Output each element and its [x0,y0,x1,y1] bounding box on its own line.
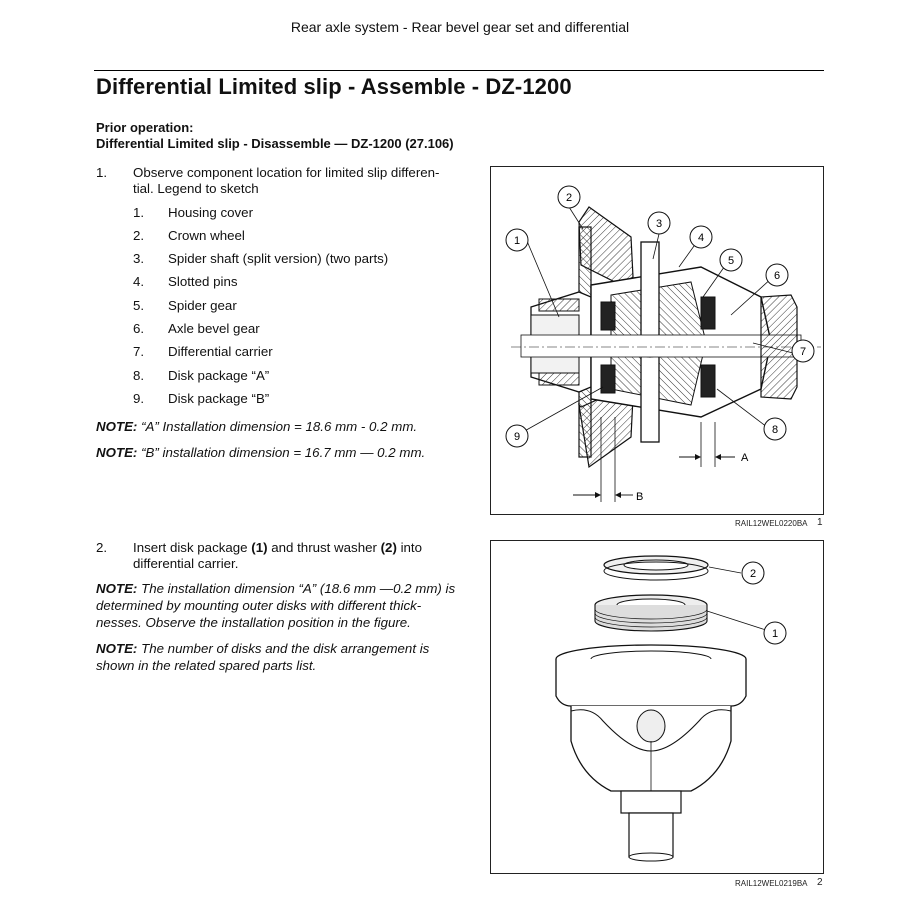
svg-text:1: 1 [514,235,520,247]
legend-item: 1.Housing cover [133,205,253,220]
callout-2: 2 [557,185,581,209]
dimension-a-label: A [741,452,749,464]
differential-carrier [555,644,747,862]
step-2: 2. Insert disk package (1) and thrust wa… [96,540,466,574]
svg-text:9: 9 [514,431,520,443]
svg-text:6: 6 [774,270,780,282]
callout-4: 4 [689,225,713,249]
disk-package-drawing: 2 1 [555,555,787,862]
disk-package-a-lower [700,364,716,398]
disk-package-a-upper [700,296,716,330]
callout-2: 2 [741,561,765,585]
axle-bevel-gear [760,294,798,400]
figure-2-number: 2 [817,877,823,888]
svg-text:3: 3 [656,218,662,230]
page-header: Rear axle system - Rear bevel gear set a… [290,19,630,35]
prior-operation-label: Prior operation: [96,120,194,135]
figure-1-caption: RAIL12WEL0220BA [735,519,808,528]
svg-text:2: 2 [566,192,572,204]
figure-2-caption: RAIL12WEL0219BA [735,879,808,888]
step-1-line-1: Observe component location for limited s… [133,165,440,180]
figure-1-differential-section: A B 1 2 3 4 5 6 7 8 9 [490,166,824,515]
legend-item: 7.Differential carrier [133,344,273,359]
note-installation-dimension: NOTE: The installation dimension “A” (18… [96,581,456,630]
callout-3: 3 [647,211,671,235]
step-2-text: Insert disk package (1) and thrust washe… [133,540,423,571]
figure-1-number: 1 [817,517,823,528]
note-dimension-a: NOTE: “A” Installation dimension = 18.6 … [96,419,418,434]
note-dimension-b: NOTE: “B” installation dimension = 16.7 … [96,445,426,460]
svg-text:5: 5 [728,255,734,267]
callout-5: 5 [719,248,743,272]
legend-item: 6.Axle bevel gear [133,321,260,336]
axle-bore [520,334,802,358]
disk-package [594,594,708,632]
note-disk-arrangement: NOTE: The number of disks and the disk a… [96,641,430,673]
step-1-line-2: tial. Legend to sketch [133,181,259,196]
callout-1: 1 [505,228,529,252]
callout-9: 9 [505,424,529,448]
disk-package-b-upper [600,301,616,331]
step-2-number: 2. [96,540,108,555]
svg-text:2: 2 [750,568,756,580]
dimension-b-label: B [636,491,643,503]
callout-8: 8 [763,417,787,441]
prior-operation: Prior operation: Differential Limited sl… [96,120,454,152]
legend-item: 2.Crown wheel [133,228,245,243]
legend-item: 8.Disk package “A” [133,368,270,383]
differential-section-drawing: A B 1 2 3 4 5 6 7 8 9 [505,185,821,503]
legend-item: 9.Disk package “B” [133,391,270,406]
svg-text:4: 4 [698,232,704,244]
title-rule [94,70,824,71]
step-1-text: Observe component location for limited s… [133,165,463,197]
svg-text:7: 7 [800,346,806,358]
svg-text:1: 1 [772,628,778,640]
svg-text:8: 8 [772,424,778,436]
page-title: Differential Limited slip - Assemble - D… [96,74,572,99]
callout-1: 1 [763,621,787,645]
callout-7: 7 [791,339,815,363]
legend-item: 4.Slotted pins [133,274,238,289]
callout-6: 6 [765,263,789,287]
step-1: 1. Observe component location for limite… [96,165,466,199]
prior-operation-link[interactable]: Differential Limited slip - Disassemble … [96,136,454,151]
step-1-number: 1. [96,165,108,180]
figure-2-disk-package: 2 1 [490,540,824,874]
disk-package-b-lower [600,364,616,394]
legend-item: 3.Spider shaft (split version) (two part… [133,251,389,266]
legend-item: 5.Spider gear [133,298,237,313]
